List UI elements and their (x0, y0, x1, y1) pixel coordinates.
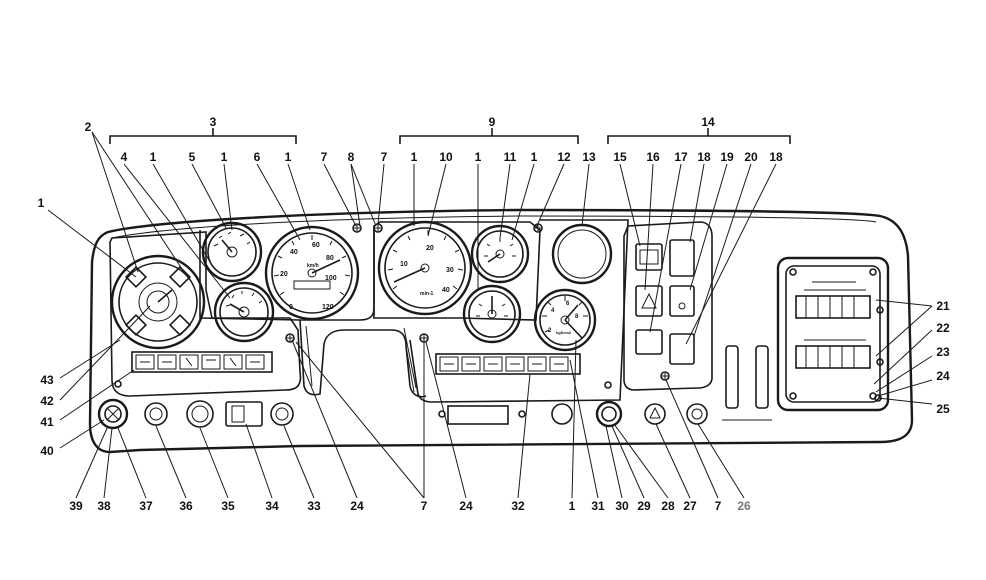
gauge-11 (470, 224, 530, 284)
callout-bottom-36: 36 (179, 499, 193, 513)
tachometer-tick-40: 40 (442, 287, 450, 294)
group-label-9: 9 (489, 115, 496, 129)
speedometer-tick-20: 20 (280, 271, 288, 278)
callout-bottom-37: 37 (139, 499, 153, 513)
speedometer-tick-120: 120 (322, 304, 334, 311)
callout-bottom-29: 29 (637, 499, 651, 513)
leader-lines (47, 131, 933, 499)
group-brackets (109, 128, 791, 144)
callout-bottom-26: 26 (737, 499, 751, 513)
tachometer-tick-30: 30 (446, 267, 454, 274)
callout-left-40: 40 (40, 444, 54, 458)
callout-top-1e: 1 (475, 150, 482, 164)
instrument-cluster-frame (199, 221, 541, 398)
callout-top-5: 5 (189, 150, 196, 164)
callout-left-41: 41 (40, 415, 54, 429)
callout-top-4: 4 (121, 150, 128, 164)
gauge-socket-13 (551, 223, 613, 285)
callout-bottom-7a: 7 (421, 499, 428, 513)
callout-top-1c: 1 (285, 150, 292, 164)
callout-top-7b: 7 (381, 150, 388, 164)
pressure-tick-8: 8 (575, 314, 579, 320)
callout-left-42: 42 (40, 394, 54, 408)
speedometer-tick-60: 60 (312, 242, 320, 249)
callout-bottom-33: 33 (307, 499, 321, 513)
speedometer-unit: km/h (307, 263, 319, 269)
group-label-3: 3 (210, 115, 217, 129)
callout-bottom-39: 39 (69, 499, 83, 513)
pressure-tick-2: 2 (548, 328, 552, 334)
callout-top-19: 19 (720, 150, 734, 164)
callout-right-23: 23 (936, 345, 950, 359)
callout-bottom-34: 34 (265, 499, 279, 513)
callout-top-18a: 18 (697, 150, 711, 164)
callout-bottom-35: 35 (221, 499, 235, 513)
callout-top-17: 17 (674, 150, 688, 164)
tachometer-tick-10: 10 (400, 261, 408, 268)
indicator-block-left (131, 351, 273, 373)
fuse-rows (795, 281, 871, 369)
callout-bottom-38: 38 (97, 499, 111, 513)
indicator-block-center (435, 353, 581, 375)
callout-right-25: 25 (936, 402, 950, 416)
pressure-tick-6: 6 (566, 301, 570, 307)
callout-top-11: 11 (504, 150, 517, 164)
callout-top-2: 2 (85, 120, 92, 134)
callout-bottom-32: 32 (511, 499, 525, 513)
speedometer-tick-100: 100 (325, 275, 337, 282)
callout-top-1f: 1 (531, 150, 538, 164)
tachometer-10 (377, 220, 473, 316)
tachometer-tick-20: 20 (426, 245, 434, 252)
callout-bottom-28: 28 (661, 499, 675, 513)
callout-bottom-1: 1 (569, 499, 576, 513)
speedometer-tick-40: 40 (290, 249, 298, 256)
group-label-14: 14 (701, 115, 715, 129)
callout-right-22: 22 (936, 321, 950, 335)
fuse-box-frame (776, 256, 890, 412)
slide-levers (722, 345, 772, 421)
gauge-lower-center (462, 284, 522, 344)
switch-panel-frame (623, 221, 713, 391)
callout-top-12: 12 (557, 150, 571, 164)
pressure-tick-4: 4 (551, 308, 555, 314)
callout-top-1b: 1 (221, 150, 228, 164)
callout-bottom-24b: 24 (459, 499, 473, 513)
combined-gauge-43 (110, 254, 206, 350)
callout-top-7a: 7 (321, 150, 328, 164)
callout-top-20: 20 (744, 150, 758, 164)
bottom-controls (97, 398, 708, 430)
callout-bottom-30: 30 (615, 499, 629, 513)
gauge-5 (201, 221, 263, 283)
pressure-gauge-31 (533, 288, 597, 352)
callout-top-6: 6 (254, 150, 261, 164)
callout-top-10: 10 (439, 150, 453, 164)
callout-top-18b: 18 (769, 150, 783, 164)
speedometer-tick-0: 0 (289, 304, 293, 311)
speedometer-6 (264, 225, 360, 321)
callout-left-1: 1 (38, 196, 45, 210)
callout-top-1a: 1 (150, 150, 157, 164)
pressure-unit: kgf/cm2 (556, 330, 572, 335)
callout-bottom-27: 27 (683, 499, 697, 513)
gauge-4 (213, 281, 275, 343)
callout-bottom-24a: 24 (350, 499, 364, 513)
left-panel-frame (109, 231, 302, 397)
control-strip-frame (405, 219, 629, 403)
callout-right-21: 21 (936, 299, 950, 313)
callout-top-15: 15 (613, 150, 627, 164)
callout-bottom-7b: 7 (715, 499, 722, 513)
speedometer-tick-80: 80 (326, 255, 334, 262)
callout-top-8: 8 (348, 150, 355, 164)
switch-block (635, 239, 695, 365)
callout-top-1d: 1 (411, 150, 418, 164)
callout-top-16: 16 (646, 150, 660, 164)
callout-bottom-31: 31 (591, 499, 605, 513)
callout-right-24: 24 (936, 369, 950, 383)
callout-left-43: 43 (40, 373, 54, 387)
tachometer-unit: min-1 (420, 291, 434, 297)
callout-top-13: 13 (582, 150, 596, 164)
